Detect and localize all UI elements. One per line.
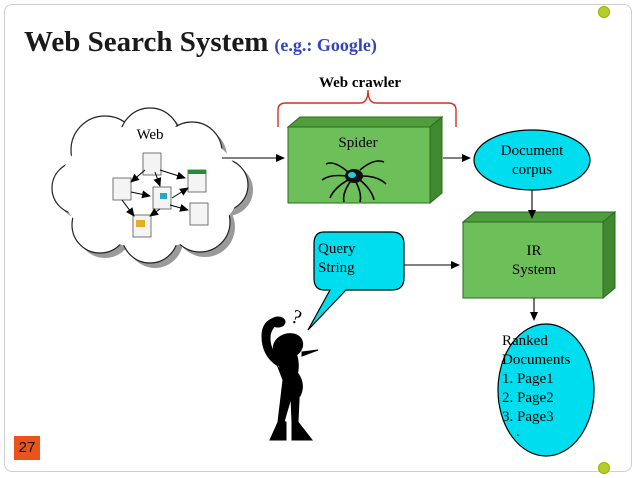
spider-box	[286, 115, 444, 205]
ranked-ellipse	[497, 323, 595, 457]
ranked-label-line2: Documents	[502, 352, 571, 368]
ir-label-line2: System	[511, 262, 557, 278]
thinking-person-icon	[261, 316, 319, 441]
query-label-line2: String	[318, 260, 355, 276]
query-label-line1: Query	[318, 241, 356, 257]
web-label: Web	[136, 127, 164, 143]
ranked-label-line1: Ranked	[502, 333, 548, 349]
crawler-brace	[277, 89, 457, 127]
title-subtitle: (e.g.: Google)	[274, 35, 377, 55]
result-item-2: 2. Page2	[502, 390, 554, 406]
title-main: Web Search System	[24, 26, 269, 58]
slide-title: Web Search System(e.g.: Google)	[24, 26, 377, 59]
query-label: Query String	[318, 240, 384, 278]
page-number-badge: 27	[14, 436, 40, 460]
web-crawler-label: Web crawler	[318, 75, 402, 91]
corpus-label-line1: Document	[500, 143, 564, 159]
corpus-label: Document corpus	[482, 142, 582, 180]
question-mark: ?	[289, 306, 305, 330]
corpus-label-line2: corpus	[512, 162, 552, 178]
web-links	[121, 169, 189, 217]
ranked-label: Ranked Documents 1. Page1 2. Page2 3. Pa…	[502, 332, 592, 440]
spider-icon	[321, 160, 387, 203]
decor-dot-top	[598, 6, 610, 18]
ir-label: IR System	[484, 242, 584, 280]
ir-box	[461, 210, 617, 300]
flow-arrows	[222, 154, 538, 321]
ir-label-line1: IR	[526, 243, 542, 259]
result-item-3: 3. Page3	[502, 409, 554, 425]
speech-bubble-icon	[307, 231, 405, 331]
slide-frame	[4, 4, 632, 472]
decor-dot-bottom	[598, 462, 610, 474]
result-item-1: 1. Page1	[502, 371, 554, 387]
result-item-more: .	[516, 424, 520, 440]
spider-label: Spider	[338, 135, 378, 151]
